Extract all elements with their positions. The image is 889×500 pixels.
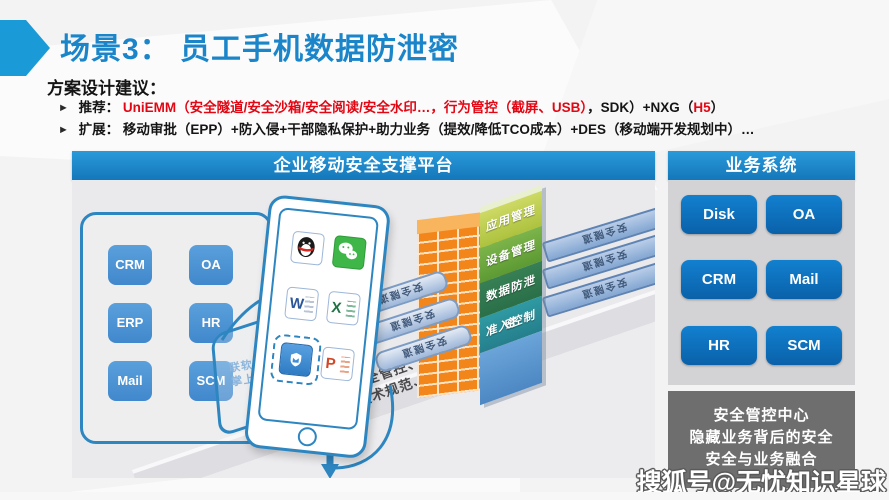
app-tile-erp: ERP: [108, 303, 152, 343]
section-heading: 方案设计建议：: [47, 79, 166, 98]
system-button-crm: CRM: [681, 260, 757, 299]
doc-lines-icon: [303, 296, 315, 314]
bullet-label: 扩展：: [78, 122, 120, 137]
platform-panel-body: 统一安全管控、统一开发框架 统一技术规范、统一身份认证 CRM OA ERP H…: [72, 180, 655, 478]
bullet-arrow-icon: ►: [58, 124, 69, 136]
phone-screen: W X P: [257, 207, 380, 431]
bullet-text: 移动审批（EPP）+防入侵+干部隐私保护+助力业务（提效/降低TCO成本）+DE…: [122, 122, 755, 137]
tunnel-bar-label: 安全隧道: [578, 247, 628, 272]
recommendation-bullets: ► 推荐： UniEMM（安全隧道/安全沙箱/安全阅读/安全水印…，行为管控（截…: [58, 97, 754, 141]
business-panel-body: Disk OA CRM Mail HR SCM: [668, 180, 855, 385]
excel-app-icon: X: [325, 290, 362, 326]
ppt-letter: P: [324, 354, 337, 373]
ppt-app-icon: P: [320, 346, 356, 382]
excel-letter: X: [330, 298, 343, 317]
bullet-text: ）: [710, 100, 725, 115]
app-tile-crm: CRM: [108, 245, 152, 285]
control-center-line: 安全管控中心: [713, 407, 810, 424]
system-button-hr: HR: [681, 326, 757, 365]
qq-app-icon: [289, 230, 326, 266]
control-center-box: 安全管控中心 隐藏业务背后的安全 安全与业务融合: [668, 391, 855, 488]
page-title: 场景3： 员工手机数据防泄密: [60, 33, 460, 66]
phone-home-button: [296, 426, 318, 448]
secure-app-icon: [278, 342, 314, 378]
doc-lines-icon: [339, 356, 351, 374]
word-letter: W: [288, 294, 305, 313]
bullet-label: 推荐：: [78, 100, 120, 115]
wechat-app-icon: [331, 235, 367, 271]
bullet-extend: ► 扩展： 移动审批（EPP）+防入侵+干部隐私保护+助力业务（提效/降低TCO…: [58, 119, 754, 141]
employee-phone: W X P: [243, 194, 392, 460]
system-button-mail: Mail: [766, 260, 842, 299]
bullet-arrow-icon: ►: [58, 102, 69, 114]
bullet-recommend: ► 推荐： UniEMM（安全隧道/安全沙箱/安全阅读/安全水印…，行为管控（截…: [58, 97, 754, 119]
security-gateway: 应用管理 设备管理 数据防泄密 准入控制: [480, 184, 542, 406]
control-center-line: 隐藏业务背后的安全: [689, 429, 834, 446]
doc-lines-icon: [345, 300, 357, 318]
system-button-oa: OA: [766, 195, 842, 234]
word-app-icon: W: [284, 286, 320, 322]
platform-panel-header: 企业移动安全支撑平台: [72, 151, 655, 180]
secure-workspace-highlight: [269, 333, 323, 386]
bullet-text: ，SDK）+NXG（: [587, 100, 694, 115]
business-panel-header: 业务系统: [668, 151, 855, 180]
tunnel-bar-label: 安全隧道: [578, 275, 628, 300]
bottom-strip: [0, 492, 889, 500]
app-tile-mail: Mail: [108, 361, 152, 401]
app-tile-oa: OA: [189, 245, 233, 285]
app-tile-scm: SCM: [189, 361, 233, 401]
intranet-apps-container: CRM OA ERP HR Mail SCM: [80, 212, 272, 444]
system-button-scm: SCM: [766, 326, 842, 365]
bullet-red-text: H5: [693, 100, 711, 115]
system-button-disk: Disk: [681, 195, 757, 234]
bullet-red-text: UniEMM（安全隧道/安全沙箱/安全阅读/安全水印…，行为管控（截屏、USB）: [122, 100, 588, 115]
control-center-line: 安全与业务融合: [705, 451, 818, 468]
